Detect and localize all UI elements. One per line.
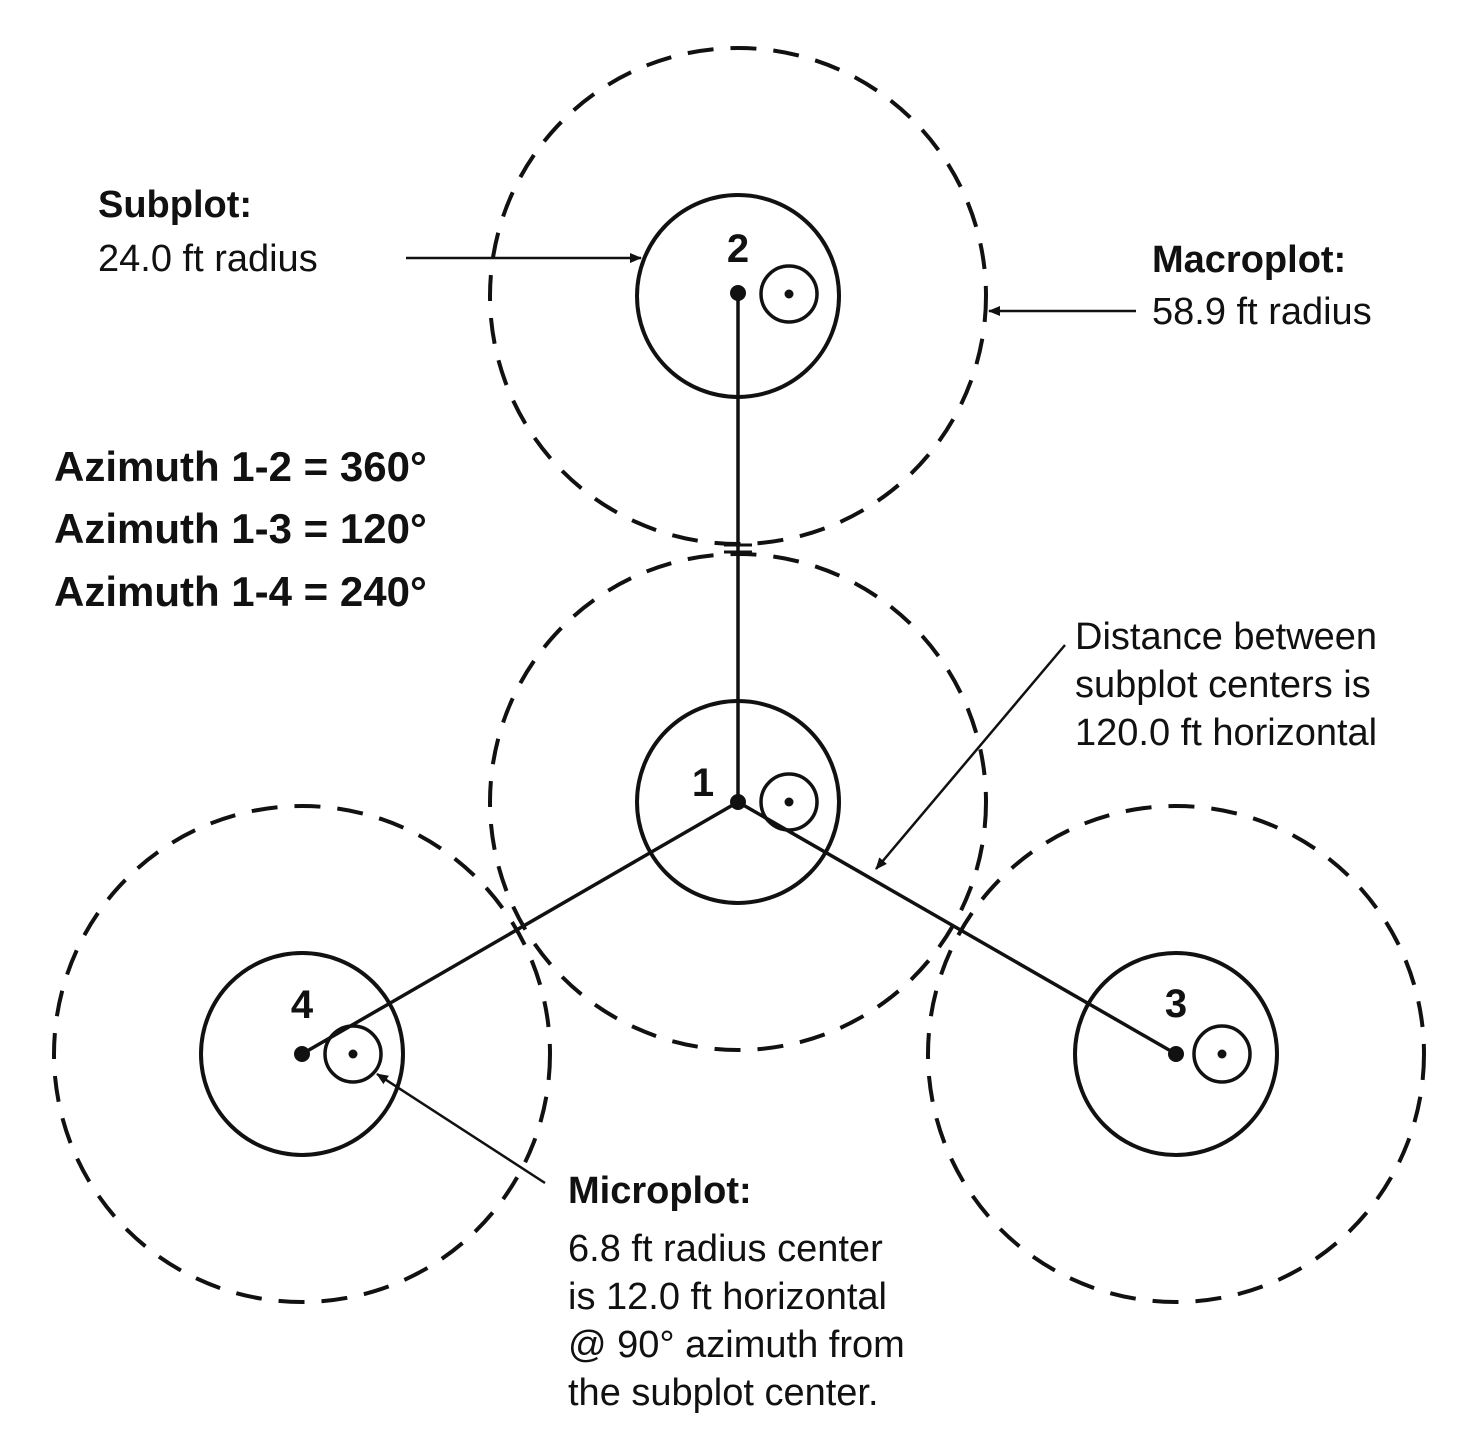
distance-arrow <box>875 644 1066 870</box>
microplot-circle-3 <box>1192 1024 1252 1084</box>
microplot-center-dot <box>784 797 794 807</box>
microplot-arrow <box>376 1072 546 1185</box>
distance-note-line: subplot centers is <box>1075 664 1371 706</box>
microplot-center-dot <box>784 289 794 299</box>
subplot-label-heading: Subplot: <box>98 184 252 226</box>
connector-1-4 <box>301 800 739 1056</box>
microplot-label-heading: Microplot: <box>568 1170 752 1212</box>
microplot-label-line: the subplot center. <box>568 1372 879 1414</box>
plot-number-4: 4 <box>291 983 314 1027</box>
subplot-center-dot-2 <box>730 285 746 301</box>
subplot-circle-3 <box>1073 951 1279 1157</box>
azimuth-1-4-label: Azimuth 1-4 = 240° <box>54 568 427 615</box>
plot-number-1: 1 <box>692 761 714 805</box>
distance-note-line: 120.0 ft horizontal <box>1075 712 1377 754</box>
subplot-center-dot-1 <box>730 794 746 810</box>
azimuth-1-2-label: Azimuth 1-2 = 360° <box>54 443 427 490</box>
macroplot-circle-3 <box>926 804 1426 1304</box>
subplot-center-dot-4 <box>294 1046 310 1062</box>
microplot-circle-2 <box>759 264 819 324</box>
plot-number-3: 3 <box>1165 982 1187 1026</box>
connector-1-3 <box>737 800 1177 1056</box>
subplot-center-dot-3 <box>1168 1046 1184 1062</box>
microplot-center-dot <box>1217 1049 1227 1059</box>
plot-number-2: 2 <box>727 227 749 271</box>
macroplot-circle-4 <box>52 804 552 1304</box>
subplot-label-detail: 24.0 ft radius <box>98 238 318 280</box>
subplot-circle-4 <box>199 951 405 1157</box>
microplot-center-dot <box>348 1049 358 1059</box>
macroplot-label-detail: 58.9 ft radius <box>1152 291 1372 333</box>
microplot-label-line: @ 90° azimuth from <box>568 1324 905 1366</box>
macroplot-label-heading: Macroplot: <box>1152 239 1346 281</box>
azimuth-1-3-label: Azimuth 1-3 = 120° <box>54 505 427 552</box>
microplot-label-line: 6.8 ft radius center <box>568 1228 883 1270</box>
microplot-label-line: is 12.0 ft horizontal <box>568 1276 887 1318</box>
distance-note-line: Distance between <box>1075 616 1377 658</box>
